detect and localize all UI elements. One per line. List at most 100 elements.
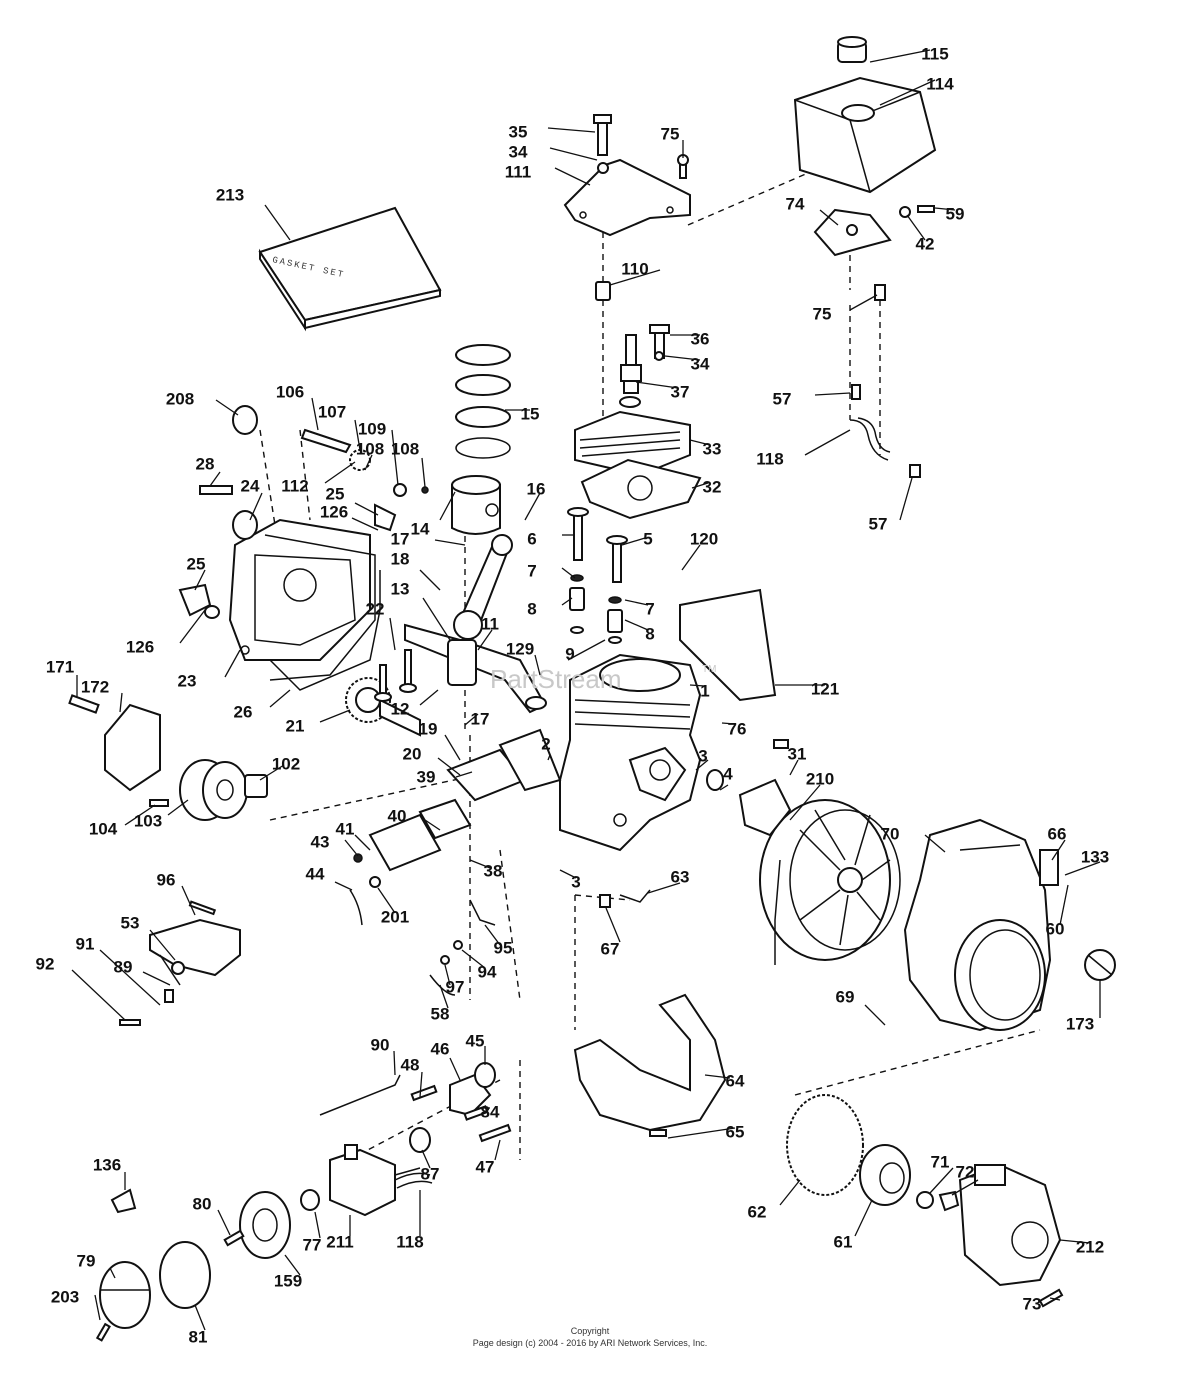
callout-number: 17 <box>391 529 410 548</box>
callout-number: 8 <box>527 599 536 618</box>
callout-number: 24 <box>241 476 260 495</box>
linkage-rods <box>319 889 651 1116</box>
callout-number: 108 <box>391 439 419 458</box>
callout-number: 91 <box>76 934 95 953</box>
callout-number: 77 <box>303 1235 322 1254</box>
callout-leader <box>181 885 196 916</box>
callout-leader <box>547 127 596 133</box>
callout-leader <box>609 269 661 286</box>
piston <box>451 475 501 535</box>
callout-leader <box>393 1050 396 1076</box>
callout-leader <box>224 649 241 678</box>
callout-number: 48 <box>401 1055 420 1074</box>
callout-number: 115 <box>921 44 948 63</box>
callout-leader <box>929 1167 954 1194</box>
callout-number: 74 <box>786 194 805 213</box>
callout-number: 129 <box>506 639 534 658</box>
callout-number: 67 <box>601 939 620 958</box>
callout-number: 201 <box>381 907 409 926</box>
callout-leader <box>906 214 926 241</box>
callout-leader <box>689 684 706 687</box>
callout-number: 96 <box>157 870 176 889</box>
callout-number: 20 <box>403 744 422 763</box>
callout-leader <box>419 1071 423 1098</box>
callout-number: 107 <box>318 402 346 421</box>
callout-leader <box>434 539 466 546</box>
callout-number: 120 <box>690 529 718 548</box>
callout-leader <box>524 492 541 521</box>
callout-leader <box>194 1304 206 1331</box>
callout-number: 73 <box>1023 1294 1042 1313</box>
callout-leader <box>854 1199 873 1237</box>
fuel-line <box>849 384 921 478</box>
callout-leader <box>549 147 598 161</box>
callout-leader <box>94 1294 101 1321</box>
callout-leader <box>554 167 591 186</box>
callout-number: 46 <box>431 1039 450 1058</box>
callout-number: 1 <box>700 681 709 700</box>
callout-number: 15 <box>521 404 540 423</box>
callout-leader <box>119 692 123 713</box>
callout-number: 62 <box>748 1202 767 1221</box>
callout-leader <box>779 1179 801 1206</box>
callout-number: 22 <box>366 599 385 618</box>
callout-leader <box>71 969 126 1021</box>
callout-leader <box>249 492 263 521</box>
connecting-rod <box>453 534 513 640</box>
callout-leader <box>789 759 799 776</box>
valves-springs <box>567 507 628 644</box>
callout-number: 118 <box>396 1232 423 1251</box>
callout-leader <box>124 804 156 826</box>
spark-plug <box>619 334 642 408</box>
footer-copyright: Copyright <box>570 1326 610 1336</box>
callout-number: 39 <box>417 767 436 786</box>
callout-number: 11 <box>481 614 499 633</box>
callout-number: 57 <box>869 514 888 533</box>
callout-leader <box>635 381 679 389</box>
callout-leader <box>264 204 291 241</box>
callout-number: 21 <box>286 716 305 735</box>
callout-leader <box>695 759 709 771</box>
callout-leader <box>444 734 461 761</box>
callout-number: 94 <box>478 962 497 981</box>
callout-leader <box>667 1127 736 1139</box>
callout-number: 126 <box>126 637 154 656</box>
callout-leader <box>461 949 486 969</box>
callout-number: 75 <box>813 304 832 323</box>
callout-leader <box>559 869 577 879</box>
callout-number: 126 <box>320 502 348 521</box>
callout-leader <box>99 949 161 1006</box>
callout-number: 19 <box>419 719 438 738</box>
carburetor-mount <box>409 1062 512 1153</box>
callout-number: 80 <box>193 1194 212 1213</box>
callout-leader <box>444 964 451 986</box>
callout-leader <box>284 1254 301 1276</box>
callout-number: 26 <box>234 702 253 721</box>
callout-leader <box>334 881 353 891</box>
callout-leader <box>424 819 441 831</box>
air-cleaner <box>95 1188 291 1342</box>
callout-number: 2 <box>541 734 550 753</box>
callout-number: 208 <box>166 389 194 408</box>
callout-leader <box>109 1267 116 1279</box>
callout-number: 121 <box>811 679 839 698</box>
callout-number: 43 <box>311 832 330 851</box>
callout-number: 25 <box>187 554 206 573</box>
callout-leader <box>567 639 606 661</box>
callout-number: 31 <box>788 744 807 763</box>
callout-leader <box>421 1149 431 1169</box>
callout-leader <box>142 971 171 986</box>
callout-number: 65 <box>726 1122 745 1141</box>
callout-leader <box>1059 884 1069 926</box>
callout-number: 7 <box>645 599 654 618</box>
callout-number: 75 <box>661 124 680 143</box>
callout-leader <box>391 429 399 486</box>
callout-number: 102 <box>272 754 300 773</box>
callout-leader <box>1049 1297 1061 1301</box>
callout-number: 84 <box>481 1102 500 1121</box>
callout-number: 6 <box>527 529 536 548</box>
callout-number: 32 <box>703 477 722 496</box>
callout-leader <box>681 544 701 571</box>
callout-leader <box>455 771 473 778</box>
callout-number: 44 <box>306 864 325 883</box>
